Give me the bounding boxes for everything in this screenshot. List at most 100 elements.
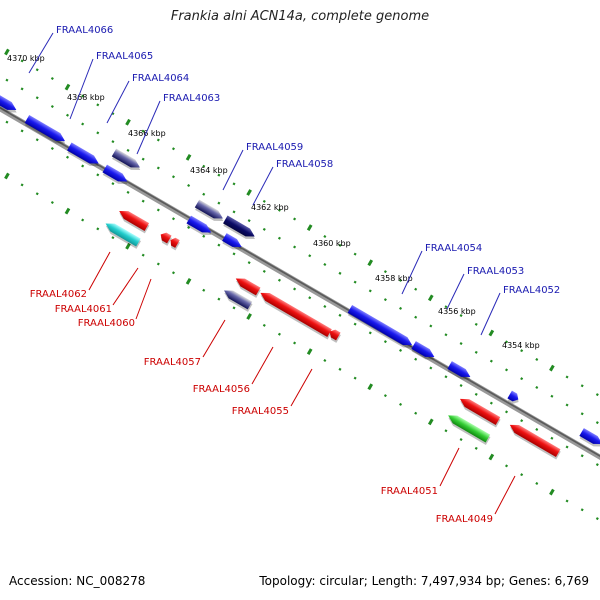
reverse-gene-leader xyxy=(202,319,226,358)
reverse-gene-leader xyxy=(135,278,152,320)
position-tick xyxy=(5,120,9,124)
position-tick xyxy=(156,262,160,266)
reverse-gene-leader xyxy=(439,447,460,487)
gene-fraal4063b xyxy=(102,164,128,185)
position-tick-tracks xyxy=(4,48,599,521)
forward-gene-label: FRAAL4066 xyxy=(56,25,113,36)
position-tick xyxy=(141,129,145,133)
kbp-label: 4360 kbp xyxy=(313,239,351,248)
position-tick xyxy=(323,305,327,309)
position-tick xyxy=(35,68,39,72)
position-tick xyxy=(217,173,221,177)
position-tick xyxy=(580,508,584,512)
forward-gene-leader xyxy=(106,80,130,124)
position-tick xyxy=(50,104,54,108)
position-tick xyxy=(306,348,313,355)
position-tick xyxy=(232,210,236,214)
gene-arrow xyxy=(222,233,242,248)
gene-fraal4053 xyxy=(411,341,435,360)
position-tick xyxy=(5,78,9,82)
position-tick xyxy=(550,436,554,440)
position-tick xyxy=(35,192,39,196)
position-tick xyxy=(427,294,434,302)
position-tick xyxy=(595,463,599,467)
position-tick xyxy=(580,412,584,416)
position-tick xyxy=(4,48,10,56)
position-tick xyxy=(64,83,71,91)
gene-fraal4049 xyxy=(509,424,561,460)
position-tick xyxy=(353,322,357,326)
gene-arrow xyxy=(102,164,128,182)
gene-fraal4054 xyxy=(347,305,413,348)
reverse-gene-label: FRAAL4057 xyxy=(144,357,201,368)
backbone-core xyxy=(0,106,600,458)
gene-arrow xyxy=(507,390,519,402)
position-tick xyxy=(444,375,448,379)
position-tick xyxy=(383,298,387,302)
position-tick xyxy=(459,384,463,388)
position-tick xyxy=(156,138,160,142)
position-tick xyxy=(353,280,357,284)
position-tick xyxy=(383,394,387,398)
position-tick xyxy=(293,217,297,221)
position-tick xyxy=(595,517,599,521)
position-tick xyxy=(505,410,509,414)
position-tick xyxy=(383,340,387,344)
forward-gene-leader xyxy=(446,273,465,310)
position-tick xyxy=(277,278,281,282)
forward-gene-leader xyxy=(252,166,274,206)
position-tick xyxy=(505,340,509,344)
gene-arrow xyxy=(459,398,501,425)
position-tick xyxy=(81,122,85,126)
gene-arrow xyxy=(170,237,180,248)
position-tick xyxy=(156,208,160,212)
gene-fraal4061 xyxy=(105,223,141,249)
map-title: Frankia alni ACN14a, complete genome xyxy=(170,9,430,24)
position-tick xyxy=(247,261,251,265)
position-tick xyxy=(202,192,206,196)
gene-arrow xyxy=(448,415,491,443)
gene-fraal4055 xyxy=(329,329,341,343)
position-tick xyxy=(414,287,418,291)
position-tick xyxy=(459,314,463,318)
forward-gene-leader xyxy=(136,100,161,155)
gene-fraal4058b xyxy=(222,233,242,250)
gene-fraal4057 xyxy=(224,290,253,312)
position-tick xyxy=(217,297,221,301)
position-tick xyxy=(232,182,236,186)
position-tick xyxy=(308,296,312,300)
position-tick xyxy=(368,289,372,293)
forward-gene-label: FRAAL4059 xyxy=(246,142,303,153)
genome-backbone xyxy=(0,106,600,460)
gene-arrow xyxy=(194,199,223,219)
reverse-gene-leader xyxy=(290,368,313,407)
position-tick xyxy=(338,313,342,317)
position-tick xyxy=(96,131,100,135)
gene-fraal4062 xyxy=(119,210,150,234)
position-tick xyxy=(277,208,281,212)
position-tick xyxy=(444,333,448,337)
kbp-label: 4370 kbp xyxy=(7,54,45,63)
gene-fraal4057a xyxy=(235,278,261,298)
position-tick xyxy=(353,252,357,256)
position-tick xyxy=(81,164,85,168)
position-tick xyxy=(126,148,130,152)
position-tick xyxy=(111,236,115,240)
position-tick xyxy=(96,173,100,177)
position-tick xyxy=(444,305,448,309)
position-tick xyxy=(549,364,555,372)
accession-text: Accession: NC_008278 xyxy=(9,574,146,588)
position-tick xyxy=(171,271,175,275)
position-tick xyxy=(565,445,569,449)
gene-fraal4058 xyxy=(223,215,255,240)
position-tick xyxy=(414,411,418,415)
position-tick xyxy=(50,76,54,80)
position-tick xyxy=(293,245,297,249)
forward-gene-leader xyxy=(222,149,244,191)
genome-summary-text: Topology: circular; Length: 7,497,934 bp… xyxy=(259,574,589,588)
forward-gene-leader xyxy=(28,32,54,74)
position-tick xyxy=(66,155,70,159)
gene-arrow xyxy=(160,232,172,244)
position-tick xyxy=(549,488,555,496)
